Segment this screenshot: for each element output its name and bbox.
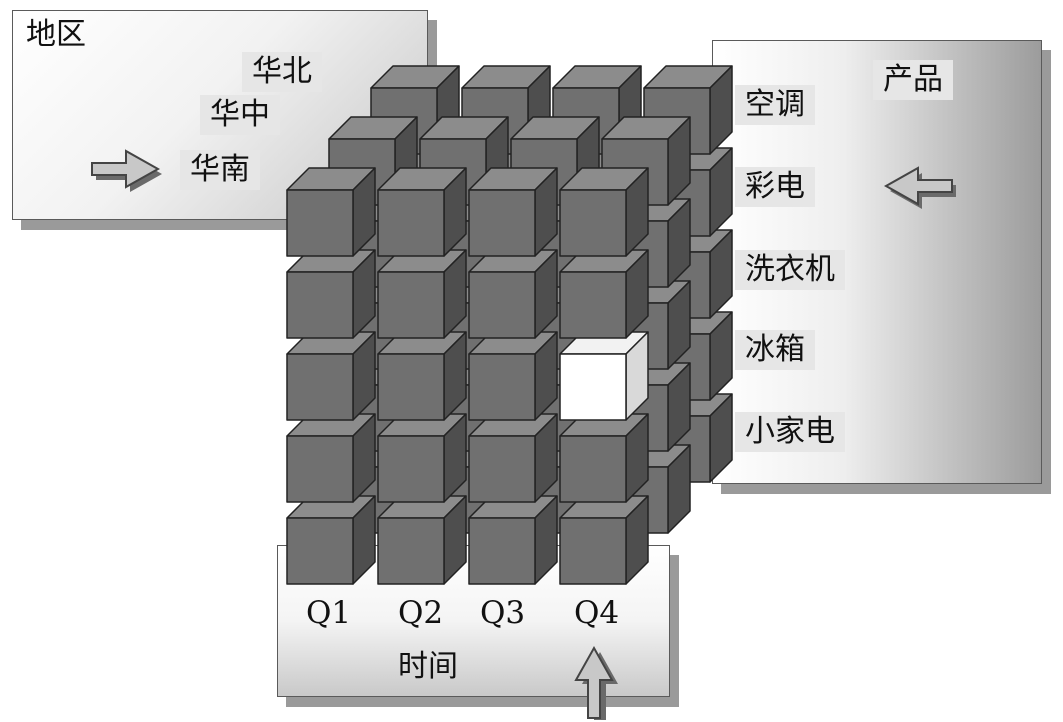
cube-cell-l0-r3-c3-front xyxy=(559,435,627,503)
quarter-label-q4: Q4 xyxy=(574,595,620,631)
product-item-washer: 洗衣机 xyxy=(735,250,845,290)
cube-cell-l0-r2-c3-front xyxy=(559,353,627,421)
cube-cell-l0-r0-c3-front xyxy=(559,189,627,257)
cube-cell-l0-r2-c2-front xyxy=(468,353,536,421)
cube-cell-l0-r4-c1-front xyxy=(377,517,445,585)
quarter-label-q2: Q2 xyxy=(398,595,444,631)
quarter-label-q3: Q3 xyxy=(480,595,526,631)
cube-cell-l0-r0-c2-front xyxy=(468,189,536,257)
time-title: 时间 xyxy=(398,649,458,684)
product-item-small-appliance: 小家电 xyxy=(735,412,845,452)
product-item-tv: 彩电 xyxy=(735,167,815,207)
cube-cell-l0-r4-c0-front xyxy=(286,517,354,585)
cube-cell-l0-r0-c0-front xyxy=(286,189,354,257)
cube-cell-l0-r2-c1-front xyxy=(377,353,445,421)
cube-cell-l0-r1-c3-front xyxy=(559,271,627,339)
cube-cell-l0-r3-c1-front xyxy=(377,435,445,503)
product-title: 产品 xyxy=(873,60,953,100)
region-item-north: 华北 xyxy=(242,52,322,92)
quarter-label-q1: Q1 xyxy=(306,595,352,631)
product-item-fridge: 冰箱 xyxy=(735,330,815,370)
arrow-right-icon xyxy=(91,149,162,192)
region-item-central: 华中 xyxy=(200,95,280,135)
cube-cell-l0-r3-c0-front xyxy=(286,435,354,503)
region-item-south: 华南 xyxy=(180,150,260,190)
product-item-ac: 空调 xyxy=(735,85,815,125)
cube-cell-l0-r3-c2-front xyxy=(468,435,536,503)
cube-cell-l0-r1-c2-front xyxy=(468,271,536,339)
arrow-left-icon xyxy=(883,166,956,209)
cube-cell-l0-r4-c2-front xyxy=(468,517,536,585)
cube-cell-l0-r1-c1-front xyxy=(377,271,445,339)
cube-cell-l0-r0-c1-front xyxy=(377,189,445,257)
cube-cell-l0-r2-c0-front xyxy=(286,353,354,421)
cube-cell-l0-r1-c0-front xyxy=(286,271,354,339)
arrow-up-icon xyxy=(574,645,618,720)
cube-cell-l0-r4-c3-front xyxy=(559,517,627,585)
region-title: 地区 xyxy=(26,17,86,52)
